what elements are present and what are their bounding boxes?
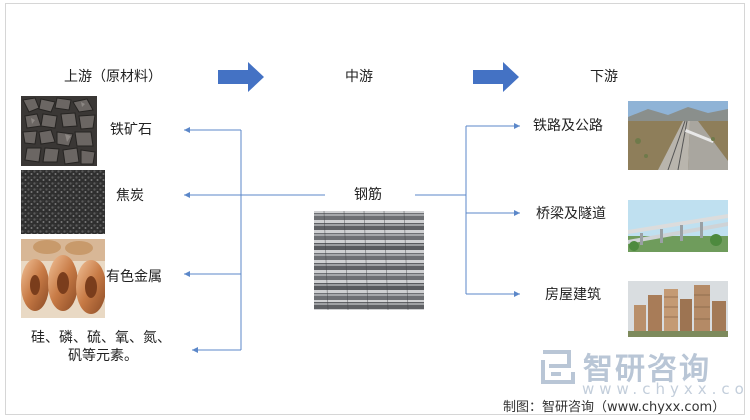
upstream-label-elements-line2: 矾等元素。 xyxy=(68,348,138,364)
coke-photo xyxy=(21,170,105,234)
downstream-label-bridge: 桥梁及隧道 xyxy=(536,206,606,222)
downstream-header: 下游 xyxy=(590,69,618,85)
stage-arrow-2-icon xyxy=(473,62,519,92)
upstream-header: 上游（原材料） xyxy=(64,69,162,85)
watermark-name: 智研咨询 xyxy=(583,352,711,387)
diagram-frame xyxy=(5,3,745,415)
downstream-label-buildings: 房屋建筑 xyxy=(545,287,601,303)
rebar-bundle-photo xyxy=(314,211,424,310)
upstream-label-elements-line1: 硅、磷、硫、氧、氮、 xyxy=(31,330,171,346)
source-credit: 制图：智研咨询（www.chyxx.com） xyxy=(503,400,726,415)
upstream-label-coke: 焦炭 xyxy=(116,188,144,204)
stage-arrow-1-icon xyxy=(218,62,264,92)
watermark-url: www.chyxx.com xyxy=(582,380,750,398)
iron-ore-photo xyxy=(21,96,97,166)
copper-coils-photo xyxy=(21,239,105,318)
railway-photo xyxy=(628,101,728,170)
midstream-label-rebar: 钢筋 xyxy=(354,187,382,203)
buildings-photo xyxy=(628,281,728,337)
upstream-label-iron-ore: 铁矿石 xyxy=(110,122,152,138)
midstream-header: 中游 xyxy=(345,69,373,85)
watermark-logo-icon xyxy=(541,350,575,384)
downstream-label-railway: 铁路及公路 xyxy=(533,118,603,134)
bridge-photo xyxy=(628,200,728,252)
upstream-label-nonferrous: 有色金属 xyxy=(106,269,162,285)
